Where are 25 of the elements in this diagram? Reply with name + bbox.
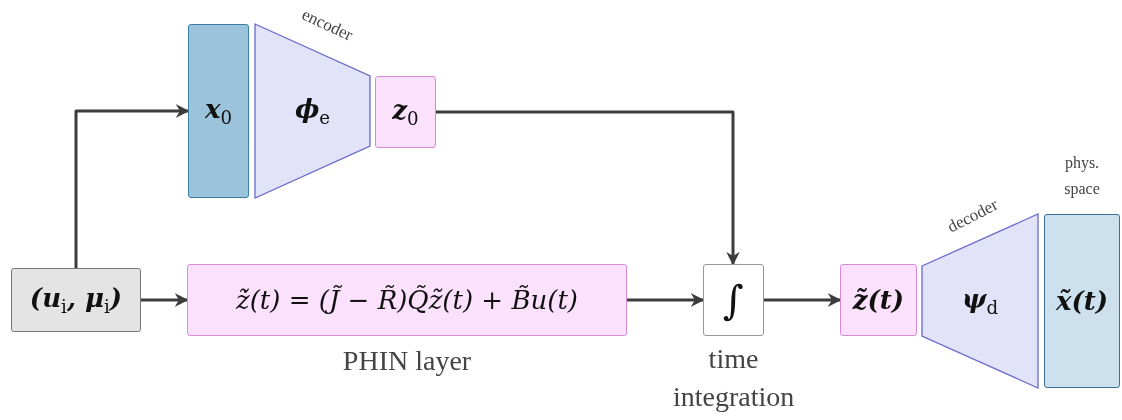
caption-text: phys. space — [1063, 153, 1101, 200]
input-box — [11, 268, 141, 332]
latent-box — [840, 264, 917, 336]
arrow — [141, 293, 189, 307]
arrow — [627, 293, 705, 307]
caption-text: PHIN layer — [341, 344, 473, 378]
math-label: ϕ$_{e}$ — [294, 93, 331, 129]
arrow — [764, 293, 842, 307]
caption-text: encoder — [298, 3, 357, 47]
arrow — [74, 104, 190, 268]
integrator-box — [703, 264, 764, 336]
math-label: z̃(t) — [852, 285, 905, 315]
math-label: ∫ — [723, 277, 744, 323]
latent-box — [375, 76, 436, 148]
math-label: ż̃(t) = (J̃ − R̃)Q̃z̃(t) + B̃u(t) — [236, 285, 578, 315]
math-label: x̃(t) — [1055, 286, 1109, 316]
caption-text: time integration — [673, 342, 794, 414]
physical-state-block — [1044, 214, 1120, 388]
math-label: ψ$_{d}$ — [961, 283, 999, 319]
math-label: (u$_{i}$, μ$_{i}$) — [29, 282, 123, 318]
equation-box — [187, 264, 627, 336]
state-block — [188, 24, 249, 198]
math-label: z$_{0}$ — [392, 94, 419, 130]
math-label: x$_{0}$ — [204, 93, 233, 129]
arrow — [436, 110, 740, 266]
